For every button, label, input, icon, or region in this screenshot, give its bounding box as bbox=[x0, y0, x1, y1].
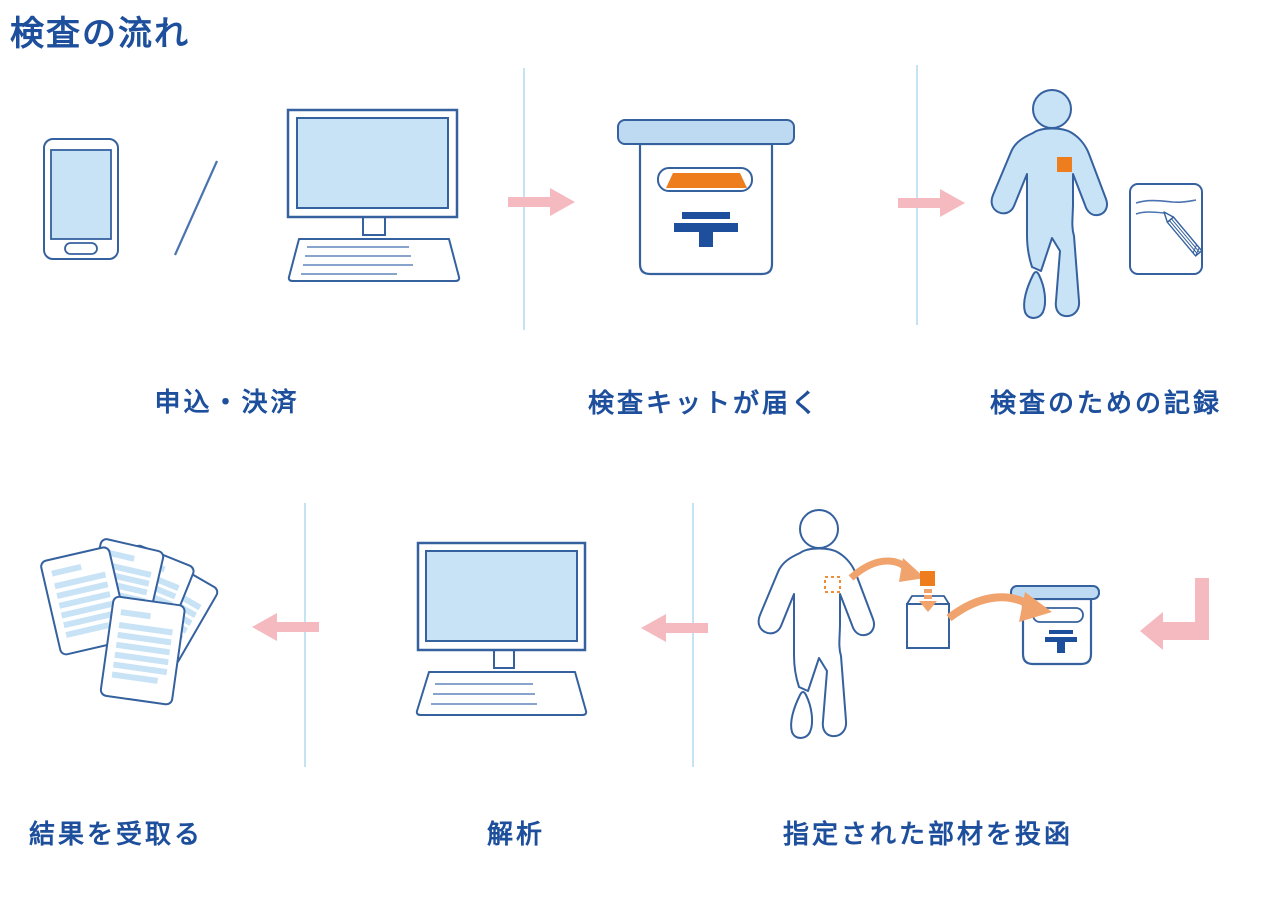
step-label-analysis: 解析 bbox=[486, 820, 546, 850]
step-label-kit-arrives: 検査キットが届く bbox=[587, 389, 821, 419]
analysis-computer-icon bbox=[415, 541, 588, 716]
person-outline-icon bbox=[757, 509, 875, 739]
smartphone-icon bbox=[43, 138, 119, 260]
postal-mark-icon bbox=[1045, 630, 1077, 653]
patch-dashed-outline bbox=[824, 576, 841, 593]
mailbox-lid bbox=[617, 119, 795, 145]
posting-sequence bbox=[848, 557, 1100, 666]
transfer-arrow-icon bbox=[848, 557, 925, 582]
mailbox-icon bbox=[617, 119, 795, 276]
patch-square bbox=[920, 571, 935, 586]
insert-arrow-icon bbox=[919, 589, 937, 612]
corner-arrow-icon bbox=[1140, 578, 1209, 650]
postal-mark-icon bbox=[674, 212, 738, 247]
arrow-right-icon bbox=[508, 188, 575, 216]
page-title: 検査の流れ bbox=[10, 14, 190, 54]
envelope-in-slot bbox=[666, 173, 747, 188]
step-label-receive-results: 結果を受取る bbox=[28, 820, 204, 850]
home-button bbox=[64, 242, 98, 255]
desktop-computer-icon bbox=[286, 108, 461, 282]
person-with-patch-icon bbox=[990, 89, 1108, 319]
step-label-record: 検査のための記録 bbox=[989, 389, 1223, 419]
transfer-arrow-icon bbox=[946, 592, 1052, 622]
slash-separator bbox=[173, 160, 219, 256]
divider-line bbox=[304, 503, 306, 767]
arrow-right-icon bbox=[898, 189, 965, 217]
arrow-left-icon bbox=[641, 614, 708, 642]
divider-line bbox=[692, 503, 694, 767]
step-label-apply-pay: 申込・決済 bbox=[154, 388, 300, 418]
pencil-icon bbox=[1163, 211, 1203, 257]
notepad-pencil-icon bbox=[1129, 183, 1203, 275]
step-label-post-materials: 指定された部材を投函 bbox=[782, 820, 1074, 850]
divider-line bbox=[916, 65, 918, 325]
arrow-left-icon bbox=[252, 613, 319, 641]
patch-square bbox=[1057, 157, 1072, 172]
mailbox-lid bbox=[1010, 585, 1100, 600]
documents-stack-icon bbox=[40, 538, 219, 706]
